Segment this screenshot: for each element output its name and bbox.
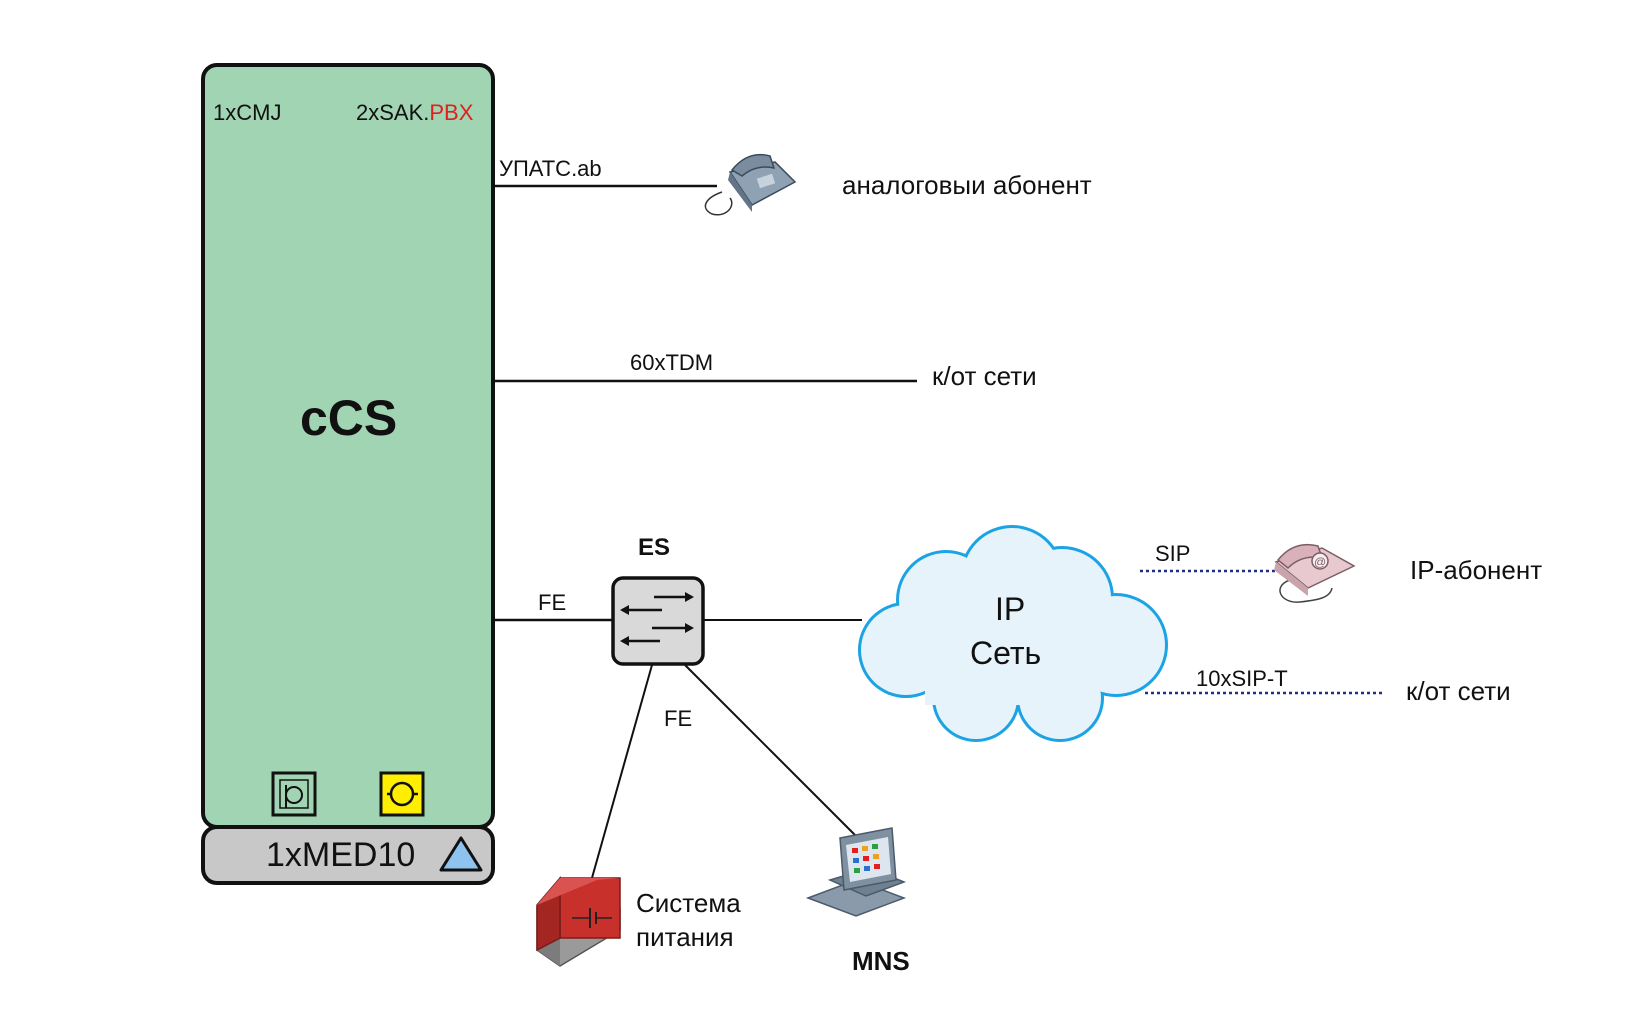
switch-label: ES <box>638 534 671 561</box>
network-tdm-label: к/от сети <box>932 361 1037 391</box>
ccs-rack <box>201 63 495 829</box>
mns-label: MNS <box>852 946 910 976</box>
triangle-icon <box>439 836 483 872</box>
cmj-label: 1xCMJ <box>213 100 282 125</box>
ip-subscriber-label: IP-абонент <box>1410 555 1543 585</box>
ip-phone-icon: @ <box>1274 543 1356 603</box>
mns-workstation-icon <box>805 827 907 917</box>
sak-label-suffix: PBX <box>429 100 474 125</box>
analog-subscriber-label: аналоговыи абонент <box>842 170 1092 200</box>
clock-module-icon <box>379 771 425 817</box>
network-sip-label: к/от сети <box>1406 676 1511 706</box>
sak-label: 2xSAK.PBX <box>356 102 473 124</box>
sip-link-label: SIP <box>1155 541 1191 566</box>
power-label-line2: питания <box>636 922 734 952</box>
ip-cloud <box>858 525 1168 742</box>
svg-text:@: @ <box>1314 555 1326 569</box>
cloud-label-line2: Сеть <box>970 635 1042 671</box>
analog-link-label: УПАТС.ab <box>499 156 602 181</box>
fe-rack-label: FE <box>538 590 567 615</box>
tdm-link-label: 60xTDM <box>630 350 714 375</box>
analog-phone-icon <box>704 153 797 216</box>
power-line <box>589 664 653 886</box>
ccs-title: cCS <box>300 390 398 446</box>
sipt-link-label: 10xSIP-T <box>1196 666 1288 691</box>
ethernet-switch-icon <box>611 576 705 666</box>
cloud-label-line1: IP <box>995 591 1026 627</box>
power-label-line1: Система <box>636 888 741 918</box>
mns-line <box>684 664 859 839</box>
print-module-icon <box>271 771 317 817</box>
fe-down-label: FE <box>664 706 693 731</box>
sak-label-prefix: 2xSAK. <box>356 100 430 125</box>
power-system-icon <box>536 875 621 967</box>
med-label: 1xMED10 <box>266 836 416 874</box>
